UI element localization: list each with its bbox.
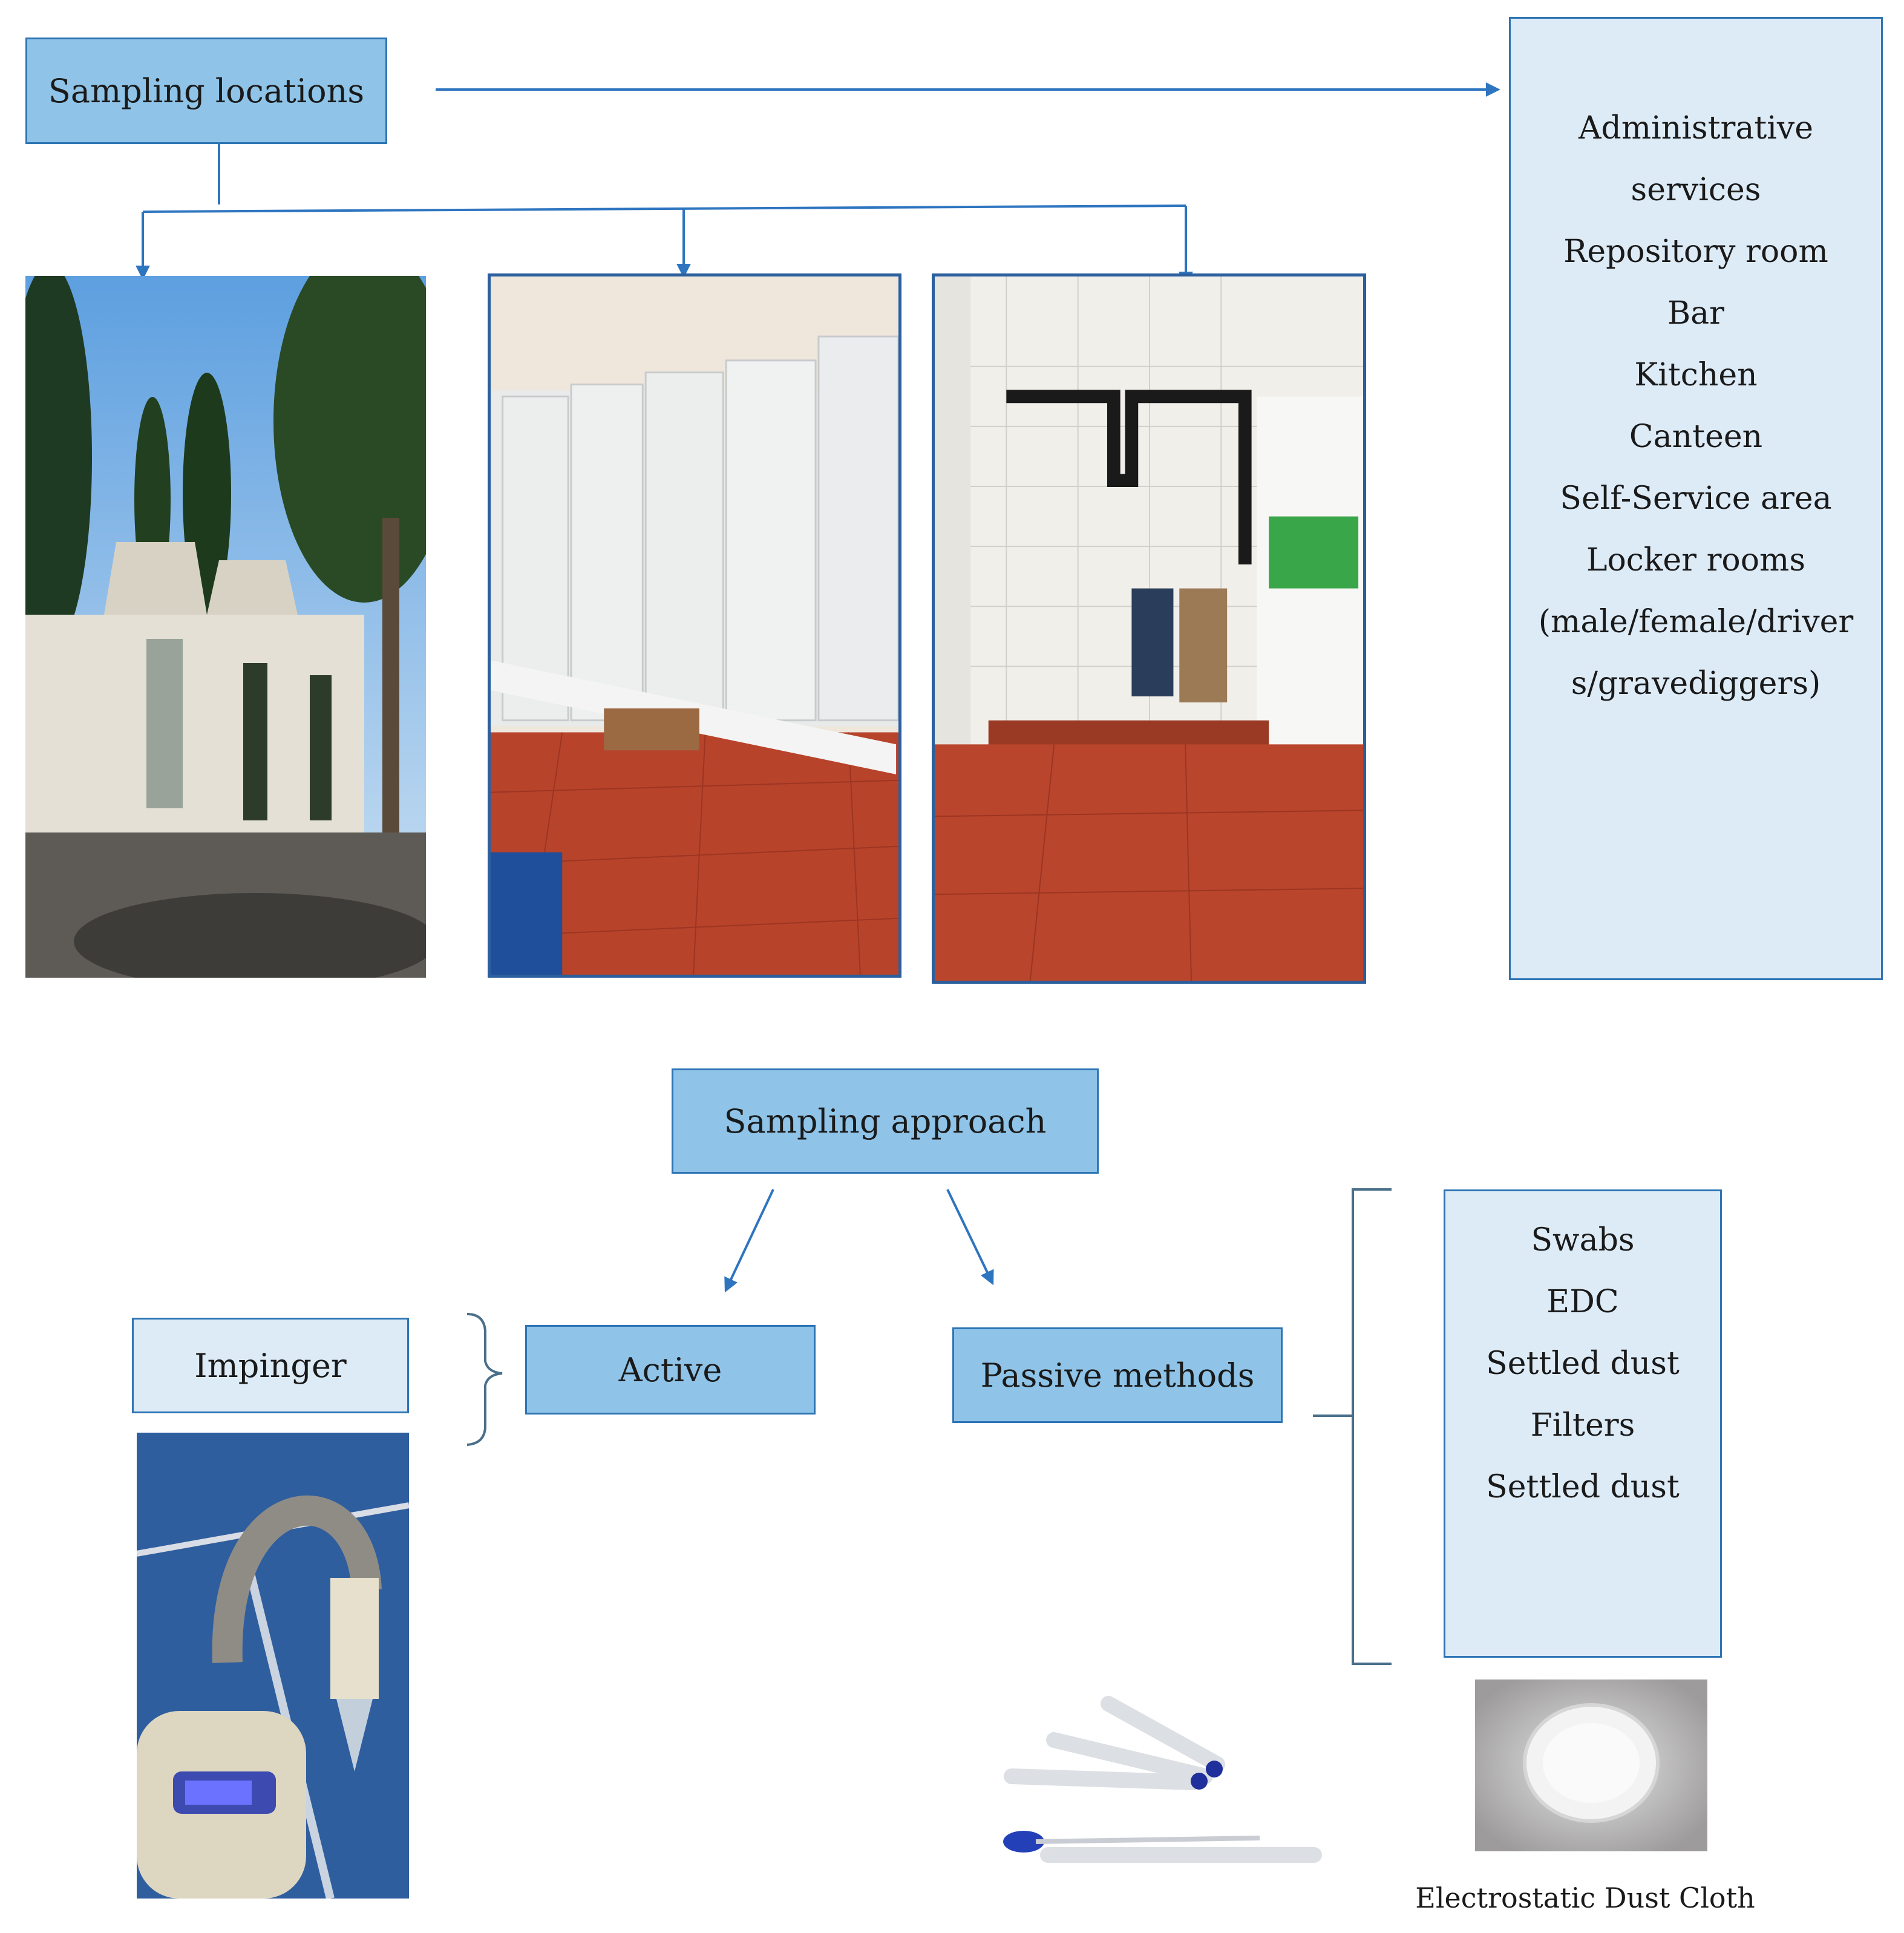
passive-methods-box: Passive methods — [952, 1327, 1283, 1423]
area-item: Bar — [1667, 295, 1725, 332]
passive-bracket — [1313, 1188, 1392, 1665]
area-item: Administrative — [1578, 110, 1814, 146]
area-item: (male/female/driver — [1538, 604, 1854, 640]
arrow-to-active — [724, 1189, 774, 1293]
passive-item: EDC — [1546, 1284, 1619, 1320]
active-label: Active — [618, 1350, 722, 1389]
sampling-approach-box: Sampling approach — [672, 1068, 1099, 1174]
passive-items-list: Swabs EDC Settled dust Filters Settled d… — [1444, 1189, 1722, 1658]
locker-room-photo — [488, 273, 901, 978]
area-item: Self-Service area — [1560, 480, 1832, 517]
changing-room-photo — [932, 273, 1366, 984]
area-item: s/gravediggers) — [1571, 666, 1821, 702]
impinger-label: Impinger — [194, 1346, 347, 1385]
area-item: Kitchen — [1634, 357, 1758, 393]
impinger-photo — [137, 1433, 409, 1899]
area-item: Canteen — [1629, 419, 1763, 455]
sampling-locations-label: Sampling locations — [48, 71, 365, 110]
area-item: Repository room — [1563, 234, 1828, 270]
impinger-box: Impinger — [132, 1318, 409, 1413]
passive-item: Swabs — [1531, 1222, 1635, 1258]
swabs-photo — [999, 1680, 1326, 1879]
area-item: Locker rooms — [1586, 542, 1806, 578]
locations-split — [142, 204, 1186, 213]
passive-item: Filters — [1530, 1407, 1635, 1444]
area-item: services — [1631, 172, 1761, 208]
sampling-areas-list: Administrative services Repository room … — [1509, 17, 1883, 980]
active-box: Active — [525, 1325, 816, 1415]
arrow-to-passive — [946, 1189, 994, 1286]
passive-item: Settled dust — [1486, 1346, 1680, 1382]
cemetery-photo — [25, 276, 426, 978]
passive-item: Settled dust — [1486, 1469, 1680, 1505]
edc-photo — [1475, 1680, 1707, 1851]
passive-methods-label: Passive methods — [980, 1356, 1255, 1395]
sampling-approach-label: Sampling approach — [724, 1102, 1047, 1140]
sampling-locations-box: Sampling locations — [25, 38, 387, 144]
impinger-bracket — [466, 1313, 503, 1446]
edc-caption: Electrostatic Dust Cloth — [1415, 1882, 1755, 1914]
